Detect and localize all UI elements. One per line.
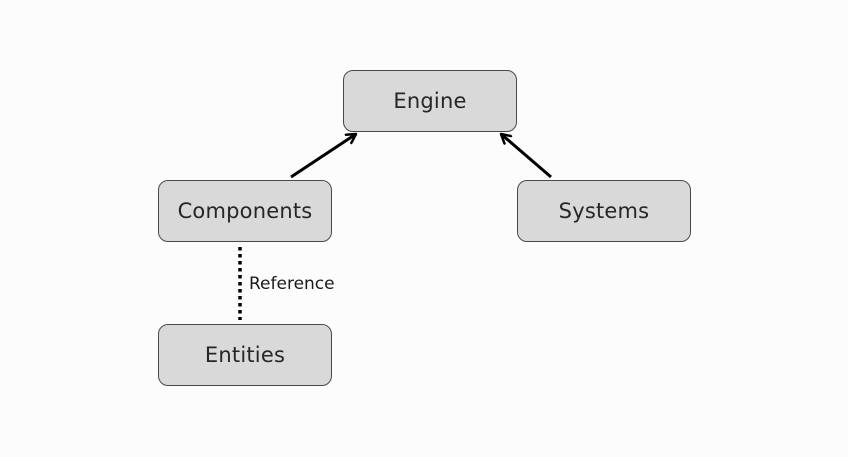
node-engine-label: Engine [393,89,467,113]
node-entities-label: Entities [204,343,286,367]
node-components[interactable]: Components [158,180,332,242]
node-components-label: Components [177,199,313,223]
node-systems-label: Systems [558,199,650,223]
edge-label-reference: Reference [249,274,335,294]
node-engine[interactable]: Engine [343,70,517,132]
node-systems[interactable]: Systems [517,180,691,242]
edge-components-to-engine [290,132,356,179]
edge-systems-to-engine [501,134,552,179]
node-entities[interactable]: Entities [158,324,332,386]
